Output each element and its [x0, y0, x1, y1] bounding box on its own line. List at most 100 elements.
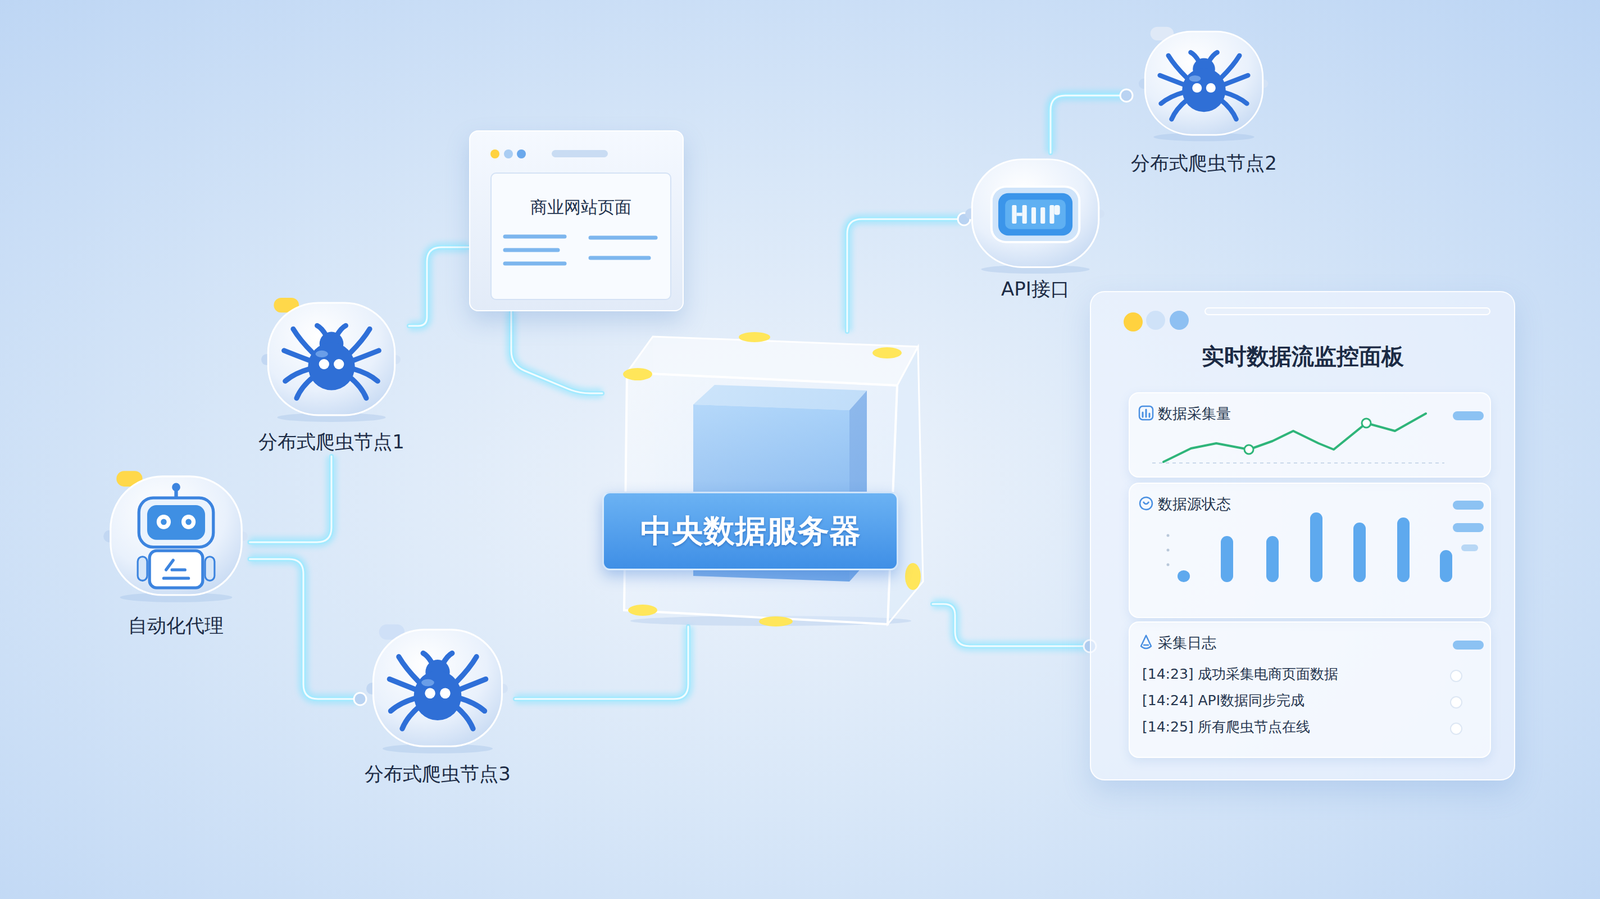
shape-circle [160, 519, 167, 526]
shape-line [590, 235, 656, 240]
connector-line [1050, 95, 1127, 153]
shape-rect [1220, 535, 1234, 583]
shape-g [1160, 52, 1249, 120]
shape-rect [991, 186, 1080, 243]
shape-circle [1450, 696, 1462, 708]
shape-path [350, 329, 371, 353]
shape-path [1171, 99, 1188, 120]
shape-rect [1049, 205, 1054, 224]
api-node: API接口 [964, 152, 1107, 304]
shape-circle [516, 149, 526, 159]
shape-ellipse [1182, 67, 1226, 112]
shape-svg [1091, 292, 1517, 338]
chart-card: 数据源状态 [1128, 482, 1492, 618]
node-label: 分布式爬虫节点3 [360, 762, 516, 785]
shape-path [1141, 635, 1152, 649]
shape-rect [137, 556, 148, 581]
shape-svg [491, 173, 671, 299]
connector-knob [353, 692, 367, 706]
connector-core [932, 603, 1090, 647]
spider-node: 分布式爬虫节点2 [1126, 25, 1282, 178]
node-label: 分布式爬虫节点2 [1126, 151, 1282, 175]
shape-path [458, 697, 485, 711]
shape-ellipse [307, 342, 355, 391]
shape-path [398, 656, 419, 682]
shape-circle [1146, 310, 1166, 330]
shape-rect [1005, 199, 1066, 229]
connector [515, 626, 689, 699]
chart-card: 数据采集量 [1128, 392, 1492, 478]
shape-path [1142, 409, 1150, 417]
node-label: 分布式爬虫节点1 [253, 430, 409, 453]
server-label: 中央数据服务器 [640, 512, 861, 549]
shape-rect [1205, 307, 1490, 315]
connector-glow [1050, 95, 1127, 153]
shape-path [390, 697, 416, 711]
card-title: 数据源状态 [1157, 493, 1490, 515]
shape-path [163, 560, 189, 579]
shape-line [1152, 462, 1445, 464]
shape-ellipse [421, 679, 435, 687]
cube-illustration [602, 331, 933, 627]
shape-svg [260, 296, 403, 424]
shape-ellipse [315, 350, 329, 358]
card-icon [1137, 494, 1155, 512]
shape-path [1143, 644, 1149, 647]
shape-svg [102, 469, 250, 604]
shape-svg [365, 622, 511, 756]
shape-rect [1266, 535, 1279, 583]
card-icon [1137, 404, 1155, 422]
shape-rect [205, 556, 215, 581]
shape-circle [439, 687, 451, 699]
shape-rect [1452, 640, 1484, 650]
shape-rect [1452, 523, 1484, 533]
connector-line [932, 603, 1090, 647]
shape-circle [180, 514, 195, 530]
browser-window: 商业网站页面 [469, 130, 684, 312]
shape-circle [424, 687, 436, 699]
shape-path [455, 706, 474, 729]
shape-path [1143, 501, 1149, 504]
shape-path [348, 376, 366, 398]
shape-path [1223, 92, 1248, 104]
shape-g [284, 325, 380, 398]
shape-svg [1137, 404, 1155, 422]
shape-rect [1353, 522, 1366, 583]
shape-g [1166, 534, 1170, 567]
shape-circle [1166, 534, 1170, 538]
connector [250, 558, 367, 706]
shape-path [1221, 55, 1240, 78]
shape-circle [1244, 444, 1254, 454]
node-label: API接口 [964, 277, 1107, 300]
log-line: [14:23] 成功采集电商页面数据 [1142, 660, 1490, 688]
connector-core [847, 219, 965, 332]
shape-rect [1031, 207, 1036, 224]
card-icon [1137, 633, 1155, 651]
shape-svg [470, 131, 685, 171]
shape-svg [1137, 494, 1155, 512]
robot-node: 自动化代理 [102, 469, 250, 640]
panel-title: 实时数据流监控面板 [1091, 292, 1515, 370]
server-cube: 中央数据服务器 [602, 331, 933, 627]
shape-circle [1192, 83, 1202, 93]
connector-glow [250, 456, 333, 543]
shape-ellipse [738, 332, 771, 343]
shape-circle [171, 483, 181, 492]
shape-rect [1439, 550, 1453, 583]
card-title: 采集日志 [1157, 632, 1490, 653]
robot-icon [102, 469, 250, 604]
shape-path [352, 368, 379, 381]
shape-circle [490, 149, 500, 159]
shape-rect [1397, 517, 1410, 583]
card-title: 数据采集量 [1157, 403, 1490, 424]
shape-g [389, 653, 486, 729]
log-line: [14:24] API数据同步完成 [1142, 687, 1490, 714]
shape-ellipse [905, 562, 921, 590]
shape-rect [971, 159, 1099, 268]
shape-rect [1144, 31, 1263, 135]
shape-rect [551, 150, 608, 158]
shape-circle [333, 358, 344, 370]
shape-rect [1054, 205, 1061, 215]
panel-header [1091, 292, 1517, 338]
shape-svg [1137, 633, 1155, 651]
